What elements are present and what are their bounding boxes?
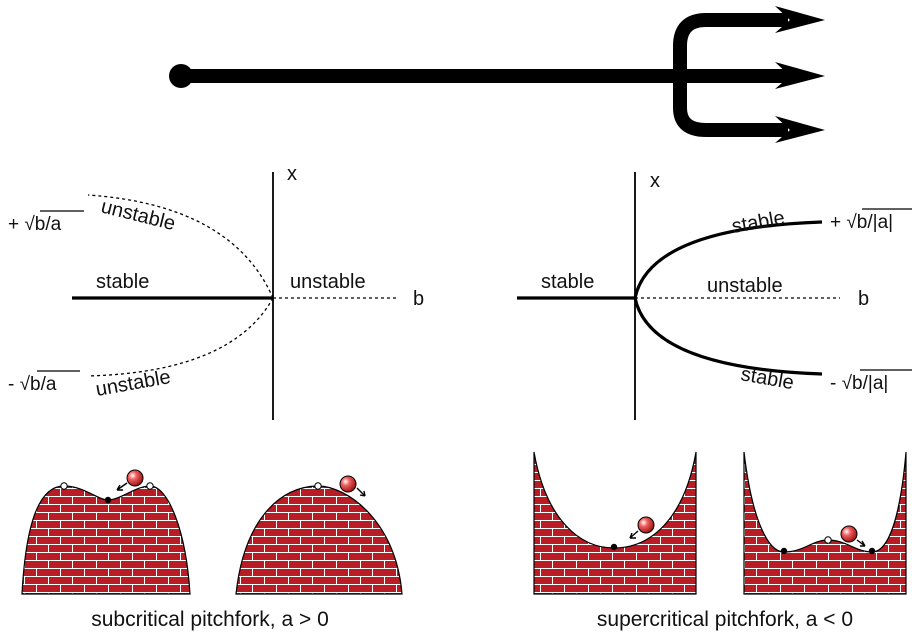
left-branch-label: stable <box>541 271 594 293</box>
arrow-icon <box>116 482 128 491</box>
stable-point <box>868 547 876 555</box>
arrow-icon <box>356 487 366 497</box>
supercritical-potential-landscapes: supercritical pitchfork, a < 0 <box>533 451 907 631</box>
b-axis-label: b <box>858 288 869 310</box>
lower-stable-branch <box>633 297 823 376</box>
brick-potential-hill <box>235 485 403 595</box>
stable-point <box>104 496 112 504</box>
upper-branch-label: stable <box>730 207 786 238</box>
pitchfork-icon <box>169 6 825 143</box>
brick-potential-well <box>743 451 907 595</box>
unstable-point <box>146 482 154 490</box>
subcritical-potential-landscapes: subcritical pitchfork, a > 0 <box>21 469 403 631</box>
supercritical-bifurcation-diagram: x b + √b/|a| - √b/|a| stable stable stab… <box>517 170 912 420</box>
upper-branch-label: unstable <box>99 196 178 236</box>
right-branch-label: unstable <box>290 271 366 293</box>
lower-unstable-branch <box>87 297 274 377</box>
unstable-point <box>60 482 68 490</box>
stable-point <box>610 543 618 551</box>
upper-stable-branch <box>633 220 823 299</box>
ball-icon <box>339 475 357 493</box>
x-axis-label: x <box>287 163 297 185</box>
b-axis-label: b <box>413 288 424 310</box>
stable-point <box>780 547 788 555</box>
lower-root-label: - √b/a <box>8 374 57 395</box>
arrow-icon <box>629 530 639 539</box>
lower-branch-label: stable <box>739 363 795 394</box>
upper-root-label: + √b/|a| <box>830 212 893 233</box>
caption: subcritical pitchfork, a > 0 <box>91 608 329 631</box>
ball-icon <box>637 516 655 534</box>
left-branch-label: stable <box>96 271 149 293</box>
unstable-point <box>314 482 322 490</box>
arrow-icon <box>856 539 866 547</box>
right-branch-label: unstable <box>707 275 783 297</box>
lower-root-label: - √b/|a| <box>830 373 888 394</box>
ball-icon <box>840 525 858 543</box>
brick-potential-well <box>533 451 697 595</box>
upper-unstable-branch <box>87 194 274 299</box>
x-axis-label: x <box>650 170 660 192</box>
caption: supercritical pitchfork, a < 0 <box>597 608 853 631</box>
lower-branch-label: unstable <box>94 366 172 401</box>
subcritical-bifurcation-diagram: x b + √b/a - √b/a unstable unstable stab… <box>8 163 424 420</box>
ball-icon <box>126 469 144 487</box>
unstable-point <box>824 536 832 544</box>
upper-root-label: + √b/a <box>8 214 62 235</box>
